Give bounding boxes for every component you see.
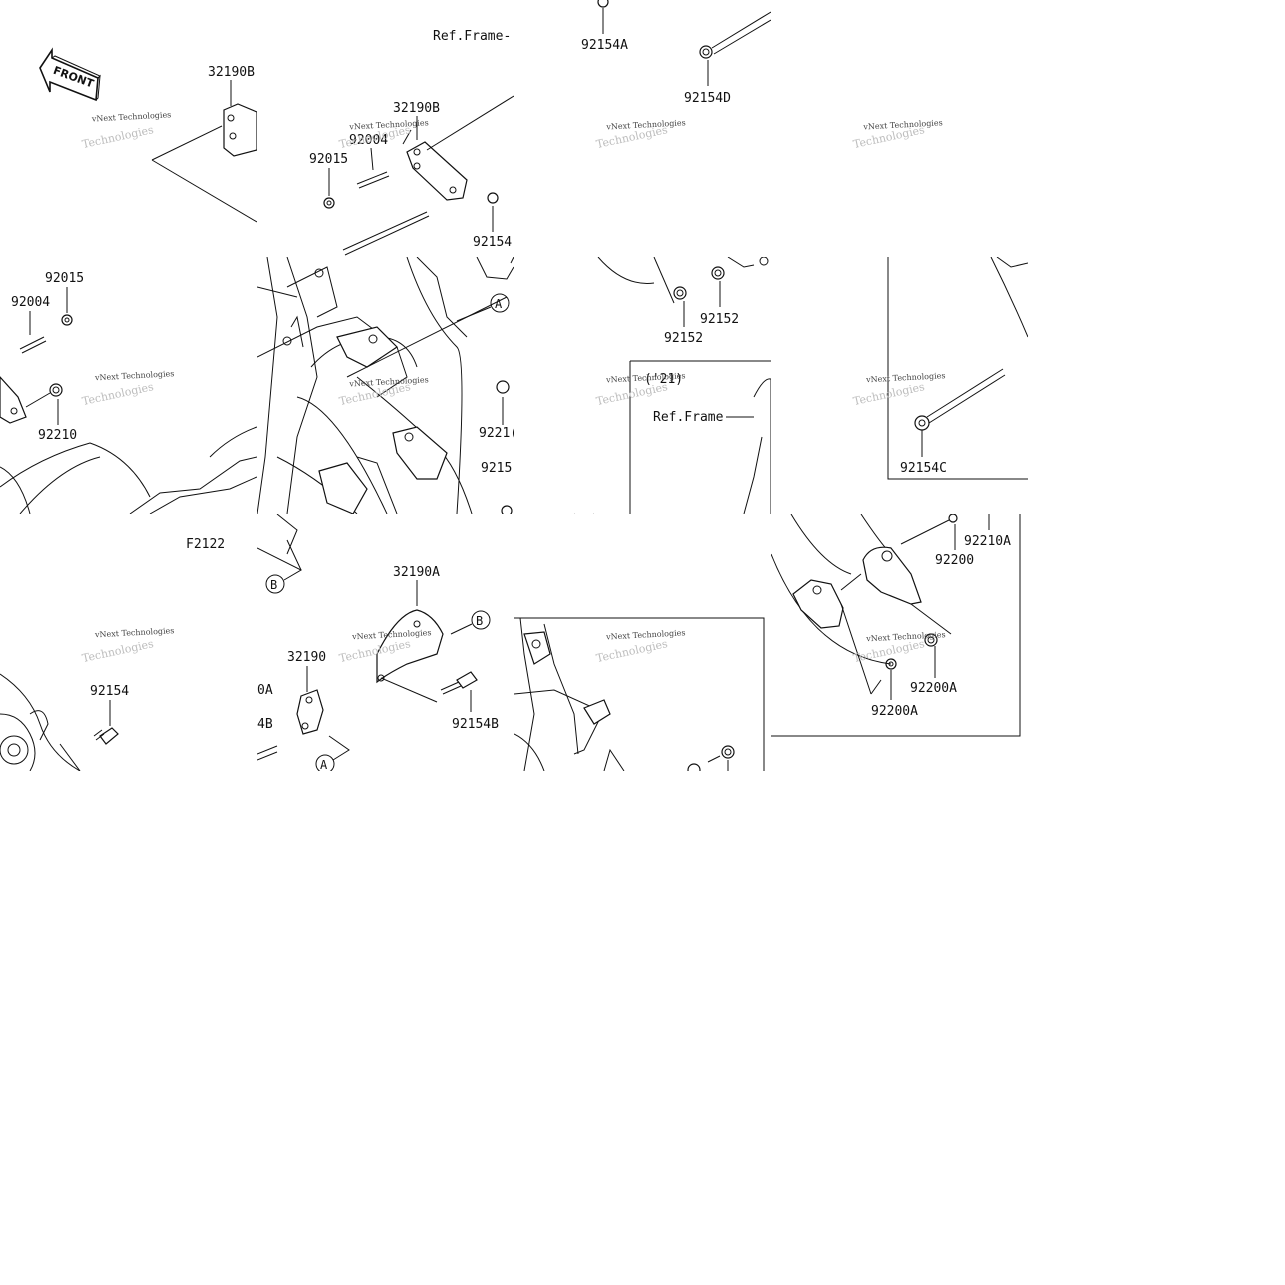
svg-text:vNext Technologies: vNext Technologies [348,375,429,388]
tile-r2-c1: 32190A 32190 0A 4B 92154B B B A [257,514,514,771]
label-32190A: 32190A [393,565,440,580]
tile-r0-c0: FRONT 32190B Technologies vNext Technolo… [0,0,257,257]
watermark: Technologies vNext Technologies [852,630,946,665]
svg-text:Technologies: Technologies [81,380,155,408]
label-9221: 9221( [479,426,514,441]
tile-r1-c3: 92154C Technologies vNext Technologies [771,257,1028,514]
watermark: Technologies vNext Technologies [81,110,172,151]
callout-a: A [490,293,510,313]
label-92004: 92004 [349,133,388,148]
label-92154: 92154 [90,684,129,699]
label-ref-frame: Ref.Frame [653,410,724,425]
label-ref-frame: Ref.Frame- [433,29,511,44]
label-92154D: 92154D [684,91,731,106]
tile-r0-c1: Ref.Frame- 32190B 92004 92015 92154 Tech… [257,0,514,257]
label-32190: 32190 [287,650,326,665]
svg-text:vNext Technologies: vNext Technologies [865,371,946,384]
front-arrow-icon: FRONT [39,47,101,102]
svg-text:vNext Technologies: vNext Technologies [605,118,686,131]
watermark: Technologies vNext Technologies [595,371,686,408]
watermark: Technologies vNext Technologies [338,375,429,408]
svg-text:A: A [320,758,328,771]
watermark: Technologies vNext Technologies [852,371,946,408]
svg-text:vNext Technologies: vNext Technologies [605,371,686,384]
svg-text:vNext Technologies: vNext Technologies [351,628,432,641]
svg-text:vNext Technologies: vNext Technologies [94,626,175,639]
label-92210A: 92210A [964,534,1011,549]
svg-text:B: B [270,578,277,592]
svg-text:vNext Technologies: vNext Technologies [94,369,175,382]
tile-r0-c3: Technologies vNext Technologies [771,0,1028,257]
label-92015: 92015 [309,152,348,167]
svg-text:vNext Technologies: vNext Technologies [865,630,946,643]
svg-text:B: B [476,614,483,628]
label-92154C: 92154C [900,461,947,476]
tile-r1-c0: 92015 92004 92210 Technologies vNext Te [0,257,257,514]
svg-text:A: A [495,297,503,311]
label-32190B: 32190B [393,101,440,116]
callout-a: A [315,754,335,771]
svg-text:vNext Technologies: vNext Technologies [605,628,686,641]
label-F2122: F2122 [186,537,225,552]
svg-text:vNext Technologies: vNext Technologies [348,118,429,131]
label-21: ('21) [644,372,683,387]
watermark: Technologies vNext Technologies [595,118,686,151]
tile-r1-c1: 9221( 9215 A [257,257,514,514]
label-0A: 0A [257,683,273,698]
label-92004: 92004 [11,295,50,310]
label-32190B: 32190B [208,65,255,80]
svg-text:Technologies: Technologies [81,637,155,665]
svg-text:Technologies: Technologies [81,123,155,151]
label-92200: 92200 [935,553,974,568]
watermark: Technologies vNext Technologies [81,369,175,408]
callout-b: B [471,610,491,630]
label-4B: 4B [257,717,273,732]
watermark: Technologies vNext Technologies [595,628,686,665]
label-92210: 92210 [38,428,77,443]
label-92152: 92152 [700,312,739,327]
tile-r2-c3: 92210A 92200 92200A 92200A [771,514,1028,771]
callout-b: B [265,574,285,594]
tile-r0-c2: 92154A 92154D Technologies vNext Technol… [514,0,771,257]
tile-r2-c0: F2122 92154 Technologies vNext Technolog… [0,514,257,771]
tile-r1-c2: 92152 92152 ('21) Ref.Frame Technologies… [514,257,771,514]
watermark: Technologies vNext Technologies [852,118,943,151]
watermark: Technologies vNext Technologies [81,626,175,665]
svg-text:vNext Technologies: vNext Technologies [91,110,172,123]
label-92200A: 92200A [910,681,957,696]
label-92154B: 92154B [452,717,499,732]
label-92154A: 92154A [581,38,628,53]
label-92015: 92015 [45,271,84,286]
label-92200A: 92200A [871,704,918,719]
tile-r2-c2: Technologies vNext Technologies [514,514,771,771]
label-9215: 9215 [481,461,512,476]
svg-text:vNext Technologies: vNext Technologies [862,118,943,131]
label-92152: 92152 [664,331,703,346]
label-92154: 92154 [473,235,512,250]
svg-text:Technologies: Technologies [852,380,926,408]
